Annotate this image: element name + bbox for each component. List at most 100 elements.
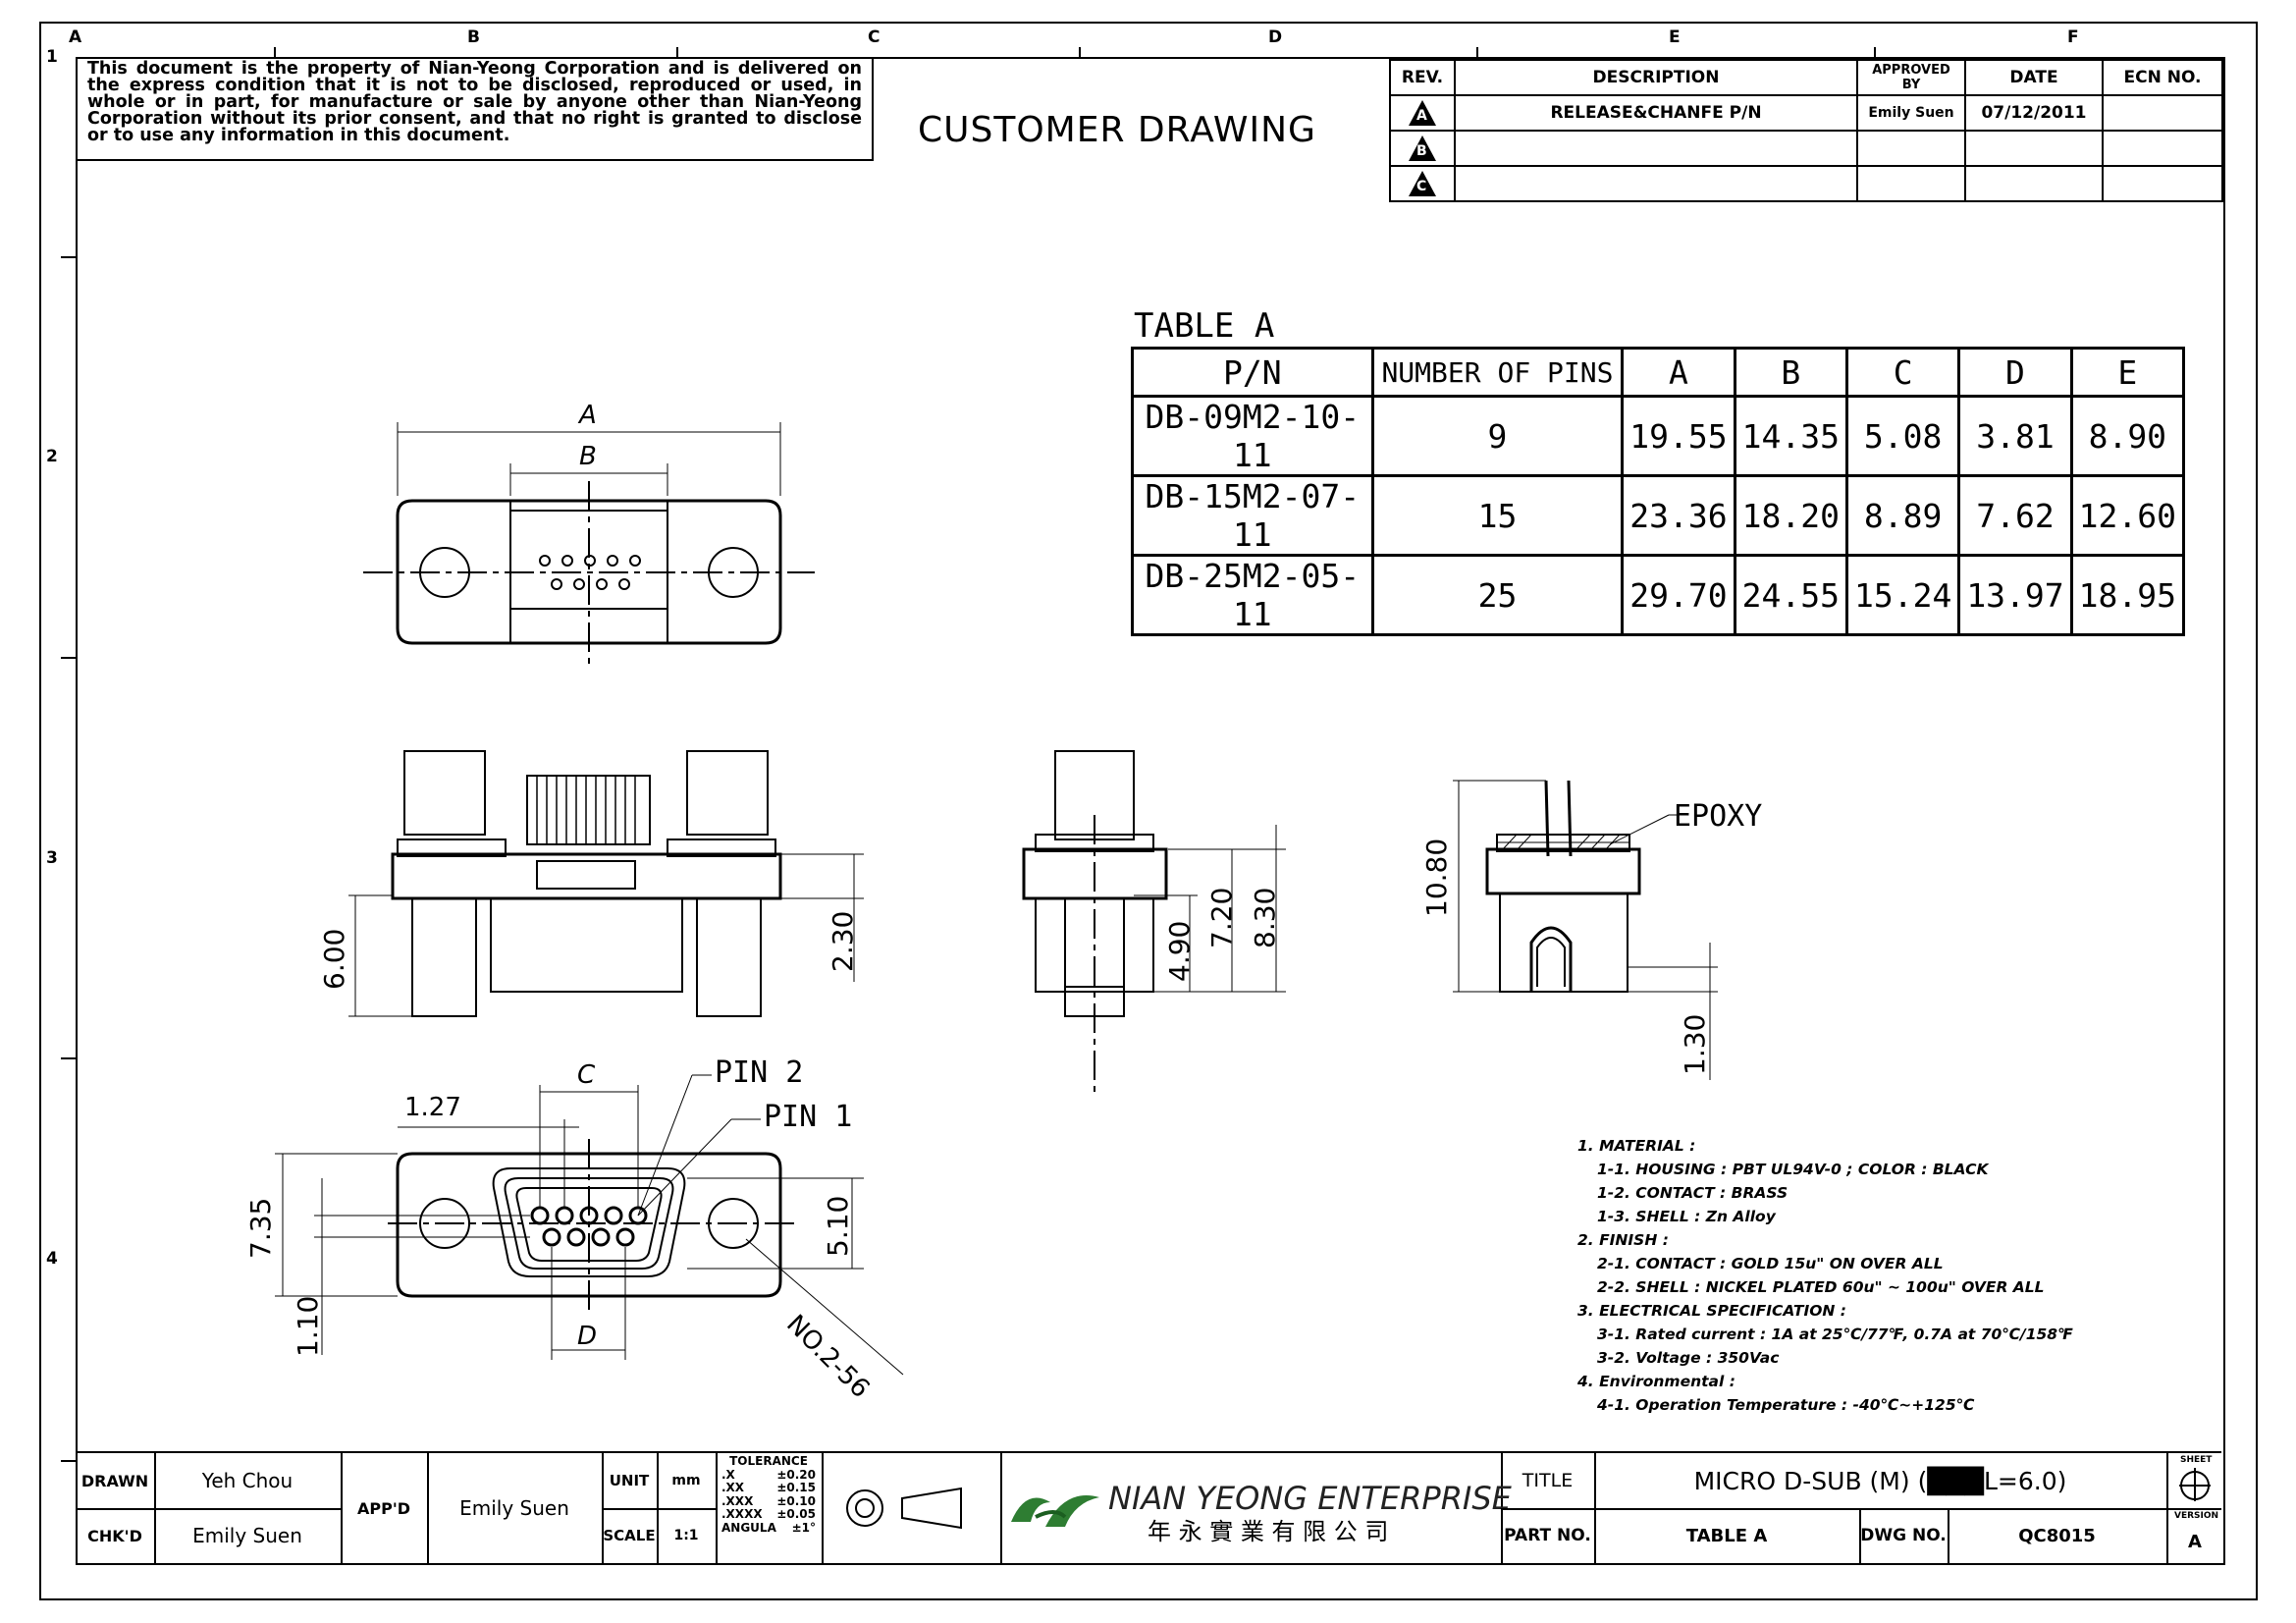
dim-label-6-00: 6.00 bbox=[318, 928, 350, 990]
table-a-cell: 8.90 bbox=[2069, 395, 2186, 477]
date-header: DATE bbox=[1964, 59, 2104, 96]
unit-label: UNIT bbox=[609, 1472, 650, 1489]
table-a-cell: DB-25M2-05-11 bbox=[1131, 554, 1374, 636]
grid-col-a: A bbox=[69, 27, 82, 47]
table-a-cell: 12.60 bbox=[2069, 474, 2186, 557]
table-a-cell: 8.89 bbox=[1844, 474, 1961, 557]
title-label-cell: TITLE bbox=[1501, 1453, 1596, 1510]
epoxy-label: EPOXY bbox=[1674, 799, 1763, 834]
pin-1-label: PIN 1 bbox=[764, 1100, 853, 1134]
partno-value: TABLE A bbox=[1685, 1525, 1768, 1546]
table-a-cell: 15 bbox=[1370, 474, 1625, 557]
version-label: VERSION bbox=[2174, 1511, 2219, 1521]
rev-triangle-icon: B bbox=[1409, 135, 1436, 161]
confidential-notice-box: This document is the property of Nian-Ye… bbox=[76, 57, 874, 161]
grid-row-4: 4 bbox=[46, 1249, 58, 1269]
table-a-cell: 9 bbox=[1370, 395, 1625, 477]
unit-value-cell: mm bbox=[657, 1453, 718, 1510]
tolerance-title: TOLERANCE bbox=[729, 1454, 808, 1468]
dim-label-d: D bbox=[577, 1322, 598, 1351]
grid-row-2: 2 bbox=[46, 447, 58, 466]
sheet-label: SHEET bbox=[2180, 1455, 2213, 1465]
table-a-cell: 14.35 bbox=[1733, 395, 1848, 477]
tolerance-row: ANGULA±1° bbox=[721, 1520, 816, 1536]
version-value: A bbox=[2188, 1532, 2202, 1552]
company-name-cn: 年 永 實 業 有 限 公 司 bbox=[1148, 1518, 1389, 1545]
side-view bbox=[348, 750, 864, 1017]
rev-triangle-icon: C bbox=[1409, 171, 1436, 196]
note-line: 2-1. CONTACT : GOLD 15u" ON OVER ALL bbox=[1597, 1255, 1944, 1272]
chkd-label-cell: CHK'D bbox=[76, 1508, 156, 1563]
grid-row-3: 3 bbox=[46, 848, 58, 868]
dim-label-5-10: 5.10 bbox=[822, 1195, 854, 1257]
tolerance-row: .X±0.20 bbox=[721, 1467, 816, 1483]
dim-label-b: B bbox=[579, 442, 597, 471]
title-value-cell: MICRO D-SUB (M) (███L=6.0) bbox=[1594, 1453, 2168, 1510]
title-label: TITLE bbox=[1522, 1470, 1574, 1491]
revision-row: A RELEASE&CHANFE P/N Emily Suen 07/12/20… bbox=[1389, 94, 2223, 132]
drawn-label-cell: DRAWN bbox=[76, 1453, 156, 1510]
scale-label-cell: SCALE bbox=[602, 1508, 659, 1563]
table-a-cell: 23.36 bbox=[1621, 474, 1736, 557]
table-a-cell: DB-09M2-10-11 bbox=[1131, 395, 1374, 477]
dim-label-1-30: 1.30 bbox=[1679, 1013, 1711, 1075]
table-a-row: DB-25M2-05-11 25 29.70 24.55 15.24 13.97… bbox=[1131, 554, 2186, 636]
appd-value: Emily Suen bbox=[459, 1496, 569, 1520]
tolerance-row: .XXX±0.10 bbox=[721, 1493, 816, 1509]
section-view bbox=[1453, 780, 1718, 1080]
note-line: 1-2. CONTACT : BRASS bbox=[1597, 1184, 1789, 1202]
tolerance-value: ±0.20 bbox=[776, 1467, 816, 1482]
table-a-header: A bbox=[1621, 347, 1736, 398]
rev-ecn bbox=[2102, 130, 2223, 167]
tolerance-row: .XXXX±0.05 bbox=[721, 1507, 816, 1522]
table-a-cell: 24.55 bbox=[1733, 554, 1848, 636]
grid-col-c: C bbox=[868, 27, 881, 47]
partno-label-cell: PART NO. bbox=[1501, 1508, 1596, 1563]
scale-label: SCALE bbox=[603, 1527, 656, 1544]
dwgno-label-cell: DWG NO. bbox=[1859, 1508, 1949, 1563]
table-a-title: TABLE A bbox=[1134, 306, 1275, 346]
dim-label-1-27: 1.27 bbox=[404, 1093, 461, 1122]
company-cell: NIAN YEONG ENTERPRISE 年 永 實 業 有 限 公 司 bbox=[1000, 1453, 1512, 1563]
rev-ecn bbox=[2102, 165, 2223, 202]
note-line: 2. FINISH : bbox=[1577, 1231, 1669, 1249]
rev-date bbox=[1964, 130, 2104, 167]
table-a-cell: 19.55 bbox=[1621, 395, 1736, 477]
table-a-row: DB-15M2-07-11 15 23.36 18.20 8.89 7.62 1… bbox=[1131, 474, 2186, 557]
dwgno-value: QC8015 bbox=[2018, 1525, 2096, 1546]
rev-date bbox=[1964, 165, 2104, 202]
dim-label-4-90: 4.90 bbox=[1163, 920, 1196, 982]
table-a-row: DB-09M2-10-11 9 19.55 14.35 5.08 3.81 8.… bbox=[1131, 395, 2186, 477]
table-a-cell: 7.62 bbox=[1957, 474, 2073, 557]
table-a-cell: 29.70 bbox=[1621, 554, 1736, 636]
rev-cell: C bbox=[1389, 165, 1456, 202]
table-a-header: B bbox=[1733, 347, 1848, 398]
dim-label-7-35: 7.35 bbox=[244, 1197, 277, 1259]
dwgno-value-cell: QC8015 bbox=[1948, 1508, 2168, 1563]
rev-approved bbox=[1856, 165, 1966, 202]
rev-cell: A bbox=[1389, 94, 1456, 132]
tolerance-key: .XXX bbox=[721, 1493, 754, 1508]
ecn-header: ECN NO. bbox=[2102, 59, 2223, 96]
rev-description bbox=[1454, 165, 1858, 202]
pin-2-label: PIN 2 bbox=[715, 1055, 804, 1090]
confidential-notice: This document is the property of Nian-Ye… bbox=[87, 59, 862, 145]
table-a-cell: 3.81 bbox=[1957, 395, 2073, 477]
grid-col-e: E bbox=[1669, 27, 1681, 47]
dim-label-a: A bbox=[579, 401, 597, 430]
rev-approved: Emily Suen bbox=[1856, 94, 1966, 132]
drawn-value: Yeh Chou bbox=[201, 1469, 294, 1492]
rev-ecn bbox=[2102, 94, 2223, 132]
grid-col-f: F bbox=[2067, 27, 2079, 47]
rev-header: REV. bbox=[1389, 59, 1456, 96]
rev-description bbox=[1454, 130, 1858, 167]
table-a-header: D bbox=[1957, 347, 2073, 398]
table-a-cell: DB-15M2-07-11 bbox=[1131, 474, 1374, 557]
table-a-header: C bbox=[1844, 347, 1961, 398]
tolerance-value: ±1° bbox=[791, 1520, 816, 1535]
third-angle-projection-icon bbox=[846, 1487, 962, 1530]
company-name: NIAN YEONG ENTERPRISE bbox=[1108, 1480, 1512, 1517]
table-a-cell: 18.95 bbox=[2069, 554, 2186, 636]
